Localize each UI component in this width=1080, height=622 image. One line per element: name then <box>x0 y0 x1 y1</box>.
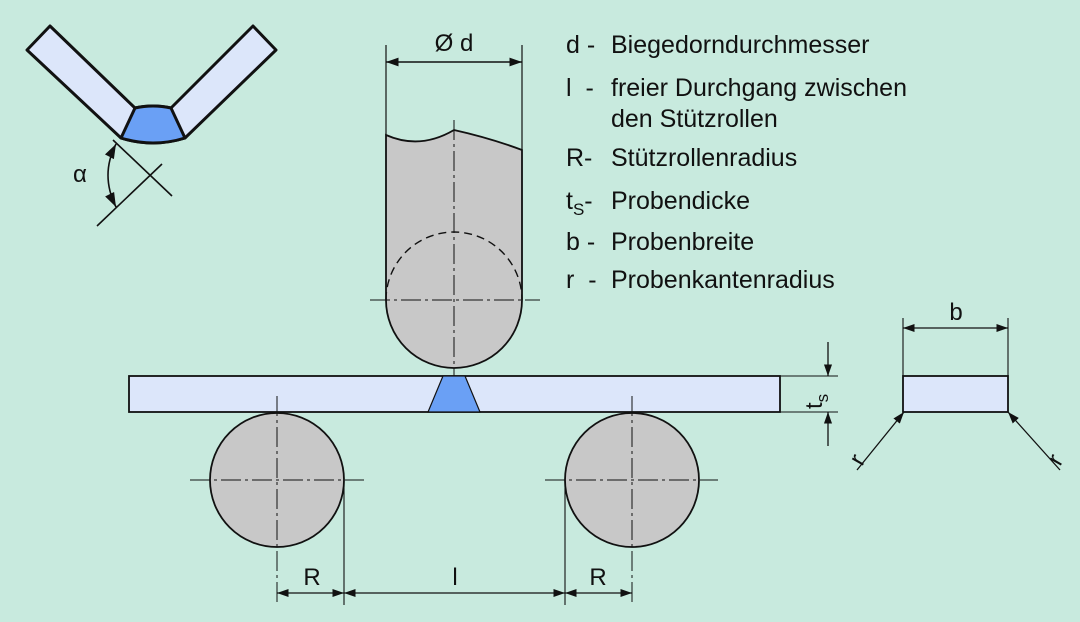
bent-weld <box>119 104 187 145</box>
legend-symbol: tS- <box>566 187 593 219</box>
angle-arc <box>104 143 117 208</box>
angle-leg-1 <box>112 139 173 197</box>
legend-text: Probenbreite <box>611 228 754 256</box>
specimen-weld <box>427 375 481 413</box>
edge-radius-label-left: r <box>844 450 871 470</box>
legend-symbol: d - <box>566 31 595 59</box>
support-roller-left <box>190 396 364 605</box>
legend-text-continued: den Stützrollen <box>611 105 778 133</box>
width-label: b <box>949 299 962 326</box>
bottom-dimensions: R l R <box>277 564 632 598</box>
legend-text: Probendicke <box>611 187 750 215</box>
thickness-label: ts <box>801 394 832 409</box>
cross-section-rect <box>902 375 1009 413</box>
angle-alpha-label: α <box>73 161 87 188</box>
legend-text: Biegedorndurchmesser <box>611 31 869 59</box>
edge-radius-label-right: r <box>1042 450 1069 470</box>
specimen-cross-section: b r r <box>844 299 1069 471</box>
roller-radius-label-right: R <box>589 564 606 591</box>
edge-radius-leader-left <box>856 411 905 471</box>
diameter-label: Ø d <box>435 30 474 57</box>
roller-radius-label-left: R <box>303 564 320 591</box>
legend-symbol: R- <box>566 144 592 172</box>
support-roller-right <box>545 396 718 605</box>
mandrel: Ø d <box>370 30 540 376</box>
angle-leg-2 <box>96 163 163 227</box>
legend-text: Stützrollenradius <box>611 144 797 172</box>
free-passage-label: l <box>452 564 457 591</box>
legend-symbol: b - <box>566 228 595 256</box>
legend-symbol: r - <box>566 266 597 294</box>
flat-specimen: ts <box>128 342 838 446</box>
edge-radius-leader-right <box>1007 411 1061 471</box>
bent-specimen: α <box>25 24 278 227</box>
legend: d - Biegedorndurchmesser l - freier Durc… <box>566 31 907 294</box>
legend-text: freier Durchgang zwischen <box>611 74 907 102</box>
legend-text: Probenkantenradius <box>611 266 835 294</box>
legend-symbol: l - <box>566 74 594 102</box>
